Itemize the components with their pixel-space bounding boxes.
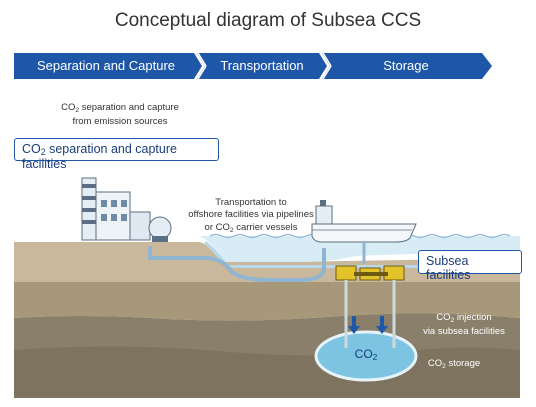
co2-reservoir xyxy=(314,330,418,382)
diagram-title: Conceptual diagram of Subsea CCS xyxy=(114,10,422,31)
reservoir-label: CO2 xyxy=(354,347,378,362)
box-subsea-facilities: Subsea facilities xyxy=(418,250,522,282)
stage-transportation: Transportation xyxy=(220,58,304,73)
pipeline xyxy=(148,246,326,282)
capture-facility xyxy=(81,177,172,242)
co2-carrier-vessel xyxy=(311,200,417,243)
injection-arrow-right xyxy=(376,316,388,334)
note-injection: CO2 injection via subsea facilities xyxy=(423,312,505,337)
note-storage: CO2 storage xyxy=(427,358,481,370)
note-transport: Transportation to offshore facilities vi… xyxy=(188,197,314,234)
stage-bar-shape xyxy=(14,53,492,79)
subsea-unit xyxy=(335,265,405,281)
box-capture-facilities: CO2 separation and capture facilities xyxy=(14,138,219,171)
injection-arrow-left xyxy=(348,316,360,334)
stage-separation-capture: Separation and Capture xyxy=(36,58,176,73)
stage-bar: Separation and Capture Transportation St… xyxy=(14,53,492,79)
stage-storage: Storage xyxy=(383,58,429,73)
sea-water xyxy=(200,236,520,262)
note-capture: CO2 separation and capture from emission… xyxy=(61,102,179,127)
